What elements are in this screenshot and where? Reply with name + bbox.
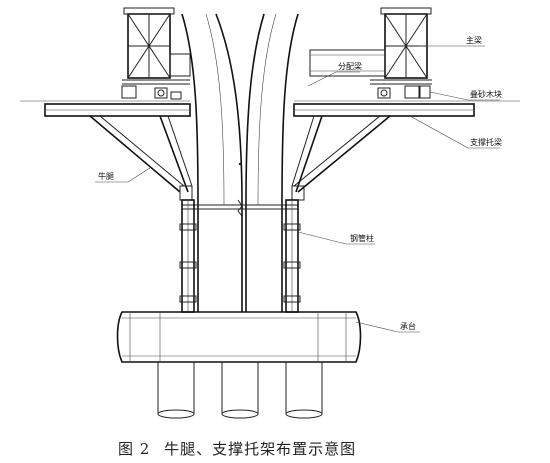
right-platform-beam (293, 100, 520, 117)
left-truss-frame (123, 7, 191, 79)
right-truss-frame (309, 7, 432, 79)
piles (157, 362, 323, 419)
figure-caption: 图 2 牛腿、支撑托架布置示意图 (118, 438, 364, 459)
leader-lines (95, 45, 500, 333)
left-corbel-strut (89, 115, 193, 201)
figure-number: 图 2 (118, 440, 151, 458)
right-corbel-strut (291, 115, 391, 201)
left-platform-beam (20, 100, 191, 117)
pile-cap (116, 311, 362, 363)
label-corbel: 牛腿 (98, 171, 114, 181)
figure-title: 牛腿、支撑托架布置示意图 (164, 440, 357, 458)
right-sand-boxes (370, 79, 432, 99)
label-support-bracket-beam: 支撑托梁 (470, 137, 502, 147)
label-steel-pipe-column: 钢管柱 (350, 233, 374, 243)
pier-column (181, 13, 299, 312)
label-distribution-beam: 分配梁 (338, 62, 362, 71)
left-steel-pipe-column (179, 199, 197, 313)
right-steel-pipe-column (283, 199, 301, 313)
label-main-beam: 主梁 (466, 35, 482, 45)
left-sand-boxes (121, 79, 190, 100)
label-stacked-sand-box: 叠砂木块 (470, 89, 502, 99)
label-pile-cap: 承台 (400, 321, 416, 331)
